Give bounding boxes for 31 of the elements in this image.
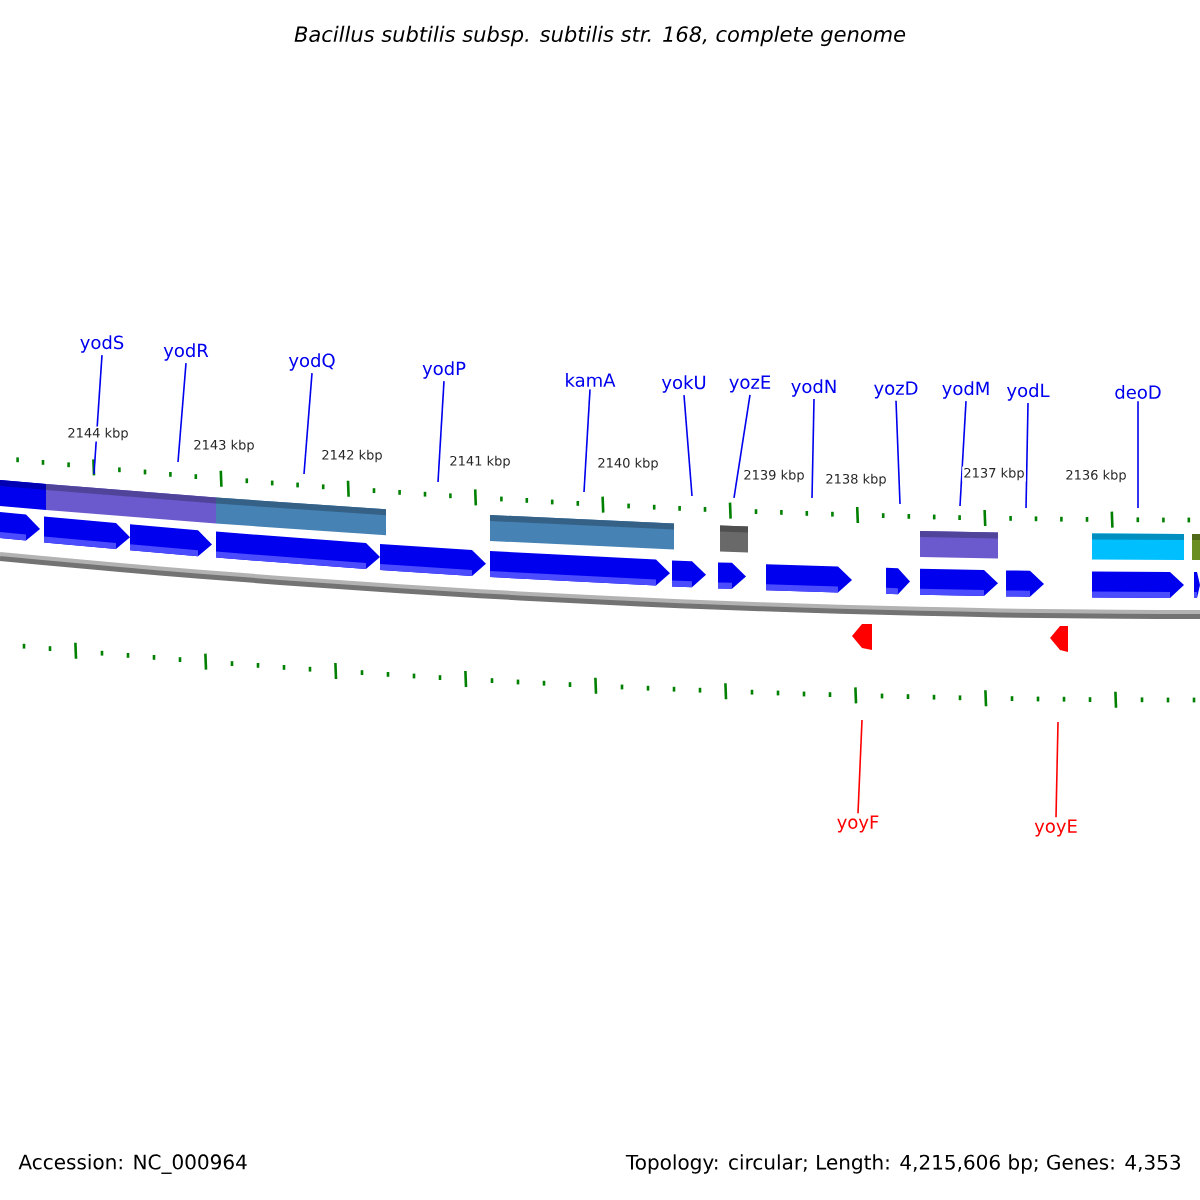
gene-label: yodQ — [288, 353, 335, 371]
gene-label: yoyE — [1034, 819, 1077, 837]
gene-label: kamA — [566, 373, 616, 387]
leader-line — [177, 362, 187, 463]
title: Bacillus subtilis subsp. subtilis str. 168, complete genome — [294, 25, 906, 47]
gene-label: yodL — [1007, 383, 1050, 401]
leader-line — [1025, 402, 1029, 509]
gene-label: yokU — [661, 375, 706, 393]
accession-text: Accession: NC_000964 — [18, 1154, 247, 1174]
leader-line — [959, 400, 967, 507]
gene-label: yoyF — [837, 815, 879, 833]
leader-line — [811, 398, 815, 499]
gene-label: yodM — [942, 381, 989, 399]
gene-label: yodR — [163, 343, 209, 361]
gene-label: yozD — [874, 381, 918, 399]
leader-line — [733, 394, 751, 499]
leader-line — [303, 372, 313, 475]
genome-stats-text: Topology: circular; Length: 4,215,606 bp; Genes: 4,353 — [625, 1154, 1180, 1174]
gene-label: yodS — [80, 335, 124, 353]
gene-label: yodP — [422, 361, 466, 379]
leader-line — [683, 394, 693, 497]
leader-line — [857, 719, 863, 814]
leader-line — [583, 388, 591, 493]
leader-line — [437, 380, 445, 483]
gene-label: deoD — [1115, 385, 1161, 399]
gene-label: yozE — [729, 375, 771, 393]
leader-line — [895, 400, 901, 505]
leader-line — [1055, 721, 1059, 818]
leader-line — [93, 354, 103, 475]
leader-line — [1137, 400, 1139, 509]
gene-label: yodN — [791, 379, 836, 397]
